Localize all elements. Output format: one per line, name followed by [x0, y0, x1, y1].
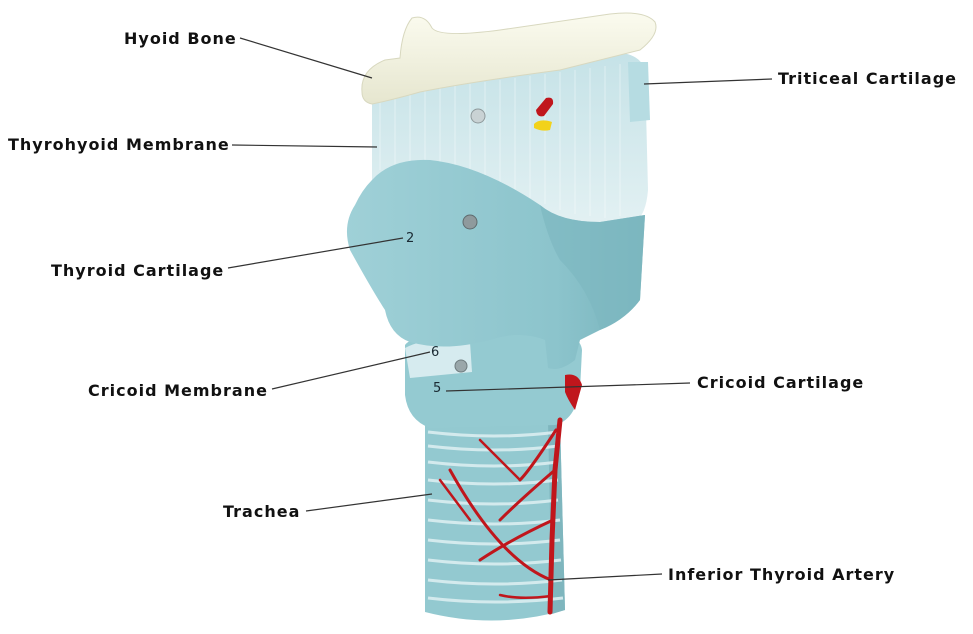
- label-inferior-thyroid-artery: Inferior Thyroid Artery: [668, 565, 895, 585]
- trachea-leader: [306, 494, 432, 511]
- hyoid-bone-leader: [240, 38, 372, 78]
- label-thyroid-cartilage: Thyroid Cartilage: [51, 261, 224, 281]
- label-cricoid-membrane: Cricoid Membrane: [88, 381, 268, 401]
- membrane-number-mark: 6: [431, 345, 439, 360]
- cricoid-number-mark: 5: [433, 381, 441, 396]
- triticeal-cartilage-leader: [644, 79, 772, 84]
- triticeal-cartilage-shape: [628, 62, 650, 122]
- label-hyoid-bone: Hyoid Bone: [124, 29, 237, 49]
- label-trachea: Trachea: [223, 502, 300, 522]
- thyroid-number-mark: 2: [406, 231, 414, 246]
- thyrohyoid-membrane-leader: [232, 145, 377, 147]
- label-thyrohyoid-membrane: Thyrohyoid Membrane: [8, 135, 230, 155]
- label-triticeal-cartilage: Triticeal Cartilage: [778, 69, 957, 89]
- inferior-thyroid-artery-leader: [548, 574, 662, 580]
- label-cricoid-cartilage: Cricoid Cartilage: [697, 373, 864, 393]
